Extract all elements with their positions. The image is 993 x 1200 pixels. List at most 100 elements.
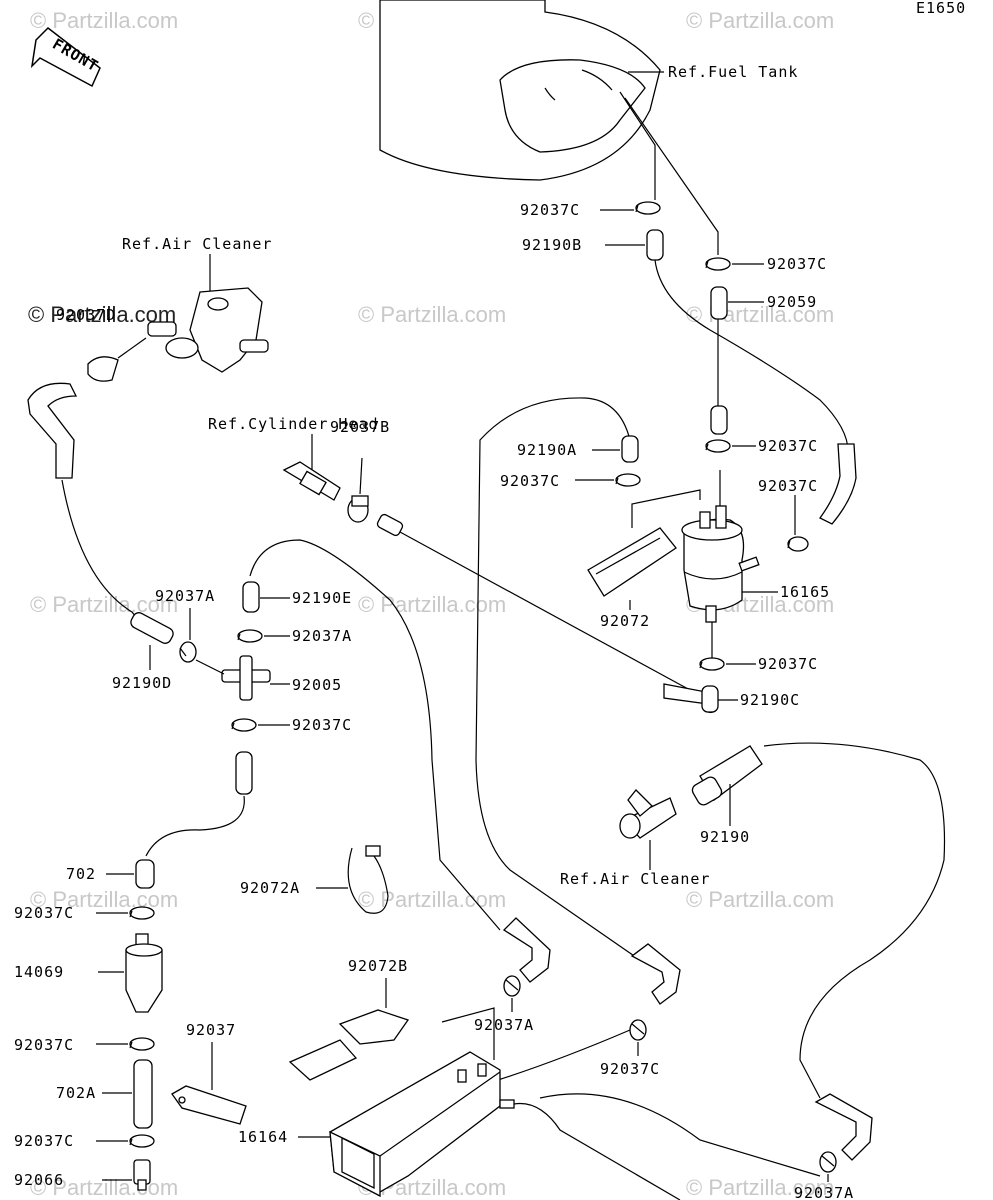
watermark: © Partzilla.com <box>358 592 506 617</box>
part-label: 92037C <box>14 1132 74 1150</box>
part-label: 92072B <box>348 957 408 975</box>
hose-icon <box>691 745 763 806</box>
hose-icon <box>135 859 155 889</box>
part-label: 16164 <box>238 1128 288 1146</box>
cylinder-head-fitting-shape <box>282 461 341 501</box>
ref-fuel-tank-label: Ref.Fuel Tank <box>668 63 798 81</box>
hose-icon <box>235 751 253 795</box>
fuel-filter-shape <box>681 505 760 623</box>
part-label: 92037C <box>758 655 818 673</box>
air-cleaner-valve-shape <box>147 287 269 373</box>
hose-icon <box>663 683 719 714</box>
hose-icon <box>646 229 664 261</box>
part-label: 92037A <box>794 1184 854 1200</box>
part-label: 92072A <box>240 879 300 897</box>
clamp-icon <box>629 1019 647 1041</box>
part-label: 92059 <box>767 293 817 311</box>
hose-icon <box>710 286 728 320</box>
part-label: 92037 <box>186 1021 236 1039</box>
clamp-icon <box>237 629 263 643</box>
part-label: 92037C <box>500 472 560 490</box>
part-label: 92005 <box>292 676 342 694</box>
tee-fitting-shape <box>221 655 271 701</box>
part-label: 92190C <box>740 691 800 709</box>
front-arrow-icon: FRONT <box>30 27 102 88</box>
watermark: © Partzilla.com <box>30 887 178 912</box>
hose-icon <box>630 943 681 1005</box>
part-label: 92037C <box>767 255 827 273</box>
part-label: 92037C <box>14 1036 74 1054</box>
part-label: 92037C <box>758 437 818 455</box>
clamp-icon <box>635 201 661 215</box>
watermark: © Partzilla.com <box>686 1175 834 1200</box>
bracket-shape <box>288 1009 410 1081</box>
bracket-shape <box>587 527 677 597</box>
clamp-icon <box>615 473 641 487</box>
clamp-icon <box>787 536 809 552</box>
hose-icon <box>502 917 551 983</box>
part-label: 702 <box>66 865 96 883</box>
clamp-icon <box>699 657 725 671</box>
cap-plug-shape <box>133 1159 151 1191</box>
watermark: © Partzilla.com <box>30 592 178 617</box>
part-label: 92072 <box>600 612 650 630</box>
part-label: 702A <box>56 1084 96 1102</box>
part-label: 92190E <box>292 589 352 607</box>
watermark: © Partzilla.com <box>30 1175 178 1200</box>
part-label: 92190B <box>522 236 582 254</box>
clamp-icon <box>129 1134 155 1148</box>
part-label: 92066 <box>14 1171 64 1189</box>
watermark: © Partzilla.com <box>358 302 506 327</box>
part-label: 92037A <box>292 627 352 645</box>
hose-icon <box>130 612 174 644</box>
part-label: 92190D <box>112 674 172 692</box>
hose-icon <box>242 581 260 613</box>
part-label: 92037C <box>520 201 580 219</box>
clamp-icon <box>129 1037 155 1051</box>
watermark: © Partzilla.com <box>30 8 178 33</box>
clamp-icon <box>503 975 521 997</box>
ref-air-cleaner-right-label: Ref.Air Cleaner <box>560 870 710 888</box>
ref-cylinder-head-label: Ref.Cylinder Head <box>208 415 379 433</box>
part-label: 16165 <box>780 583 830 601</box>
part-label: 92037C <box>758 477 818 495</box>
clamp-icon <box>819 1151 837 1173</box>
ref-air-cleaner-label: Ref.Air Cleaner <box>122 235 272 253</box>
part-label: 92037A <box>155 587 215 605</box>
hose-icon <box>819 443 857 525</box>
clamp-icon <box>129 906 155 920</box>
diagram-code: E1650 <box>916 0 966 17</box>
clamp-icon <box>705 257 731 271</box>
clamp-icon <box>179 641 197 663</box>
band-strap-shape <box>347 845 389 914</box>
in-line-filter-shape <box>125 933 163 1013</box>
part-label: 92037B <box>330 418 390 436</box>
watermark: © Partzilla.com <box>358 887 506 912</box>
clamp-icon <box>231 718 257 732</box>
hose-icon <box>814 1093 873 1161</box>
hose-icon <box>133 1059 153 1129</box>
part-label: 92037D <box>56 306 116 324</box>
part-label: 92037A <box>474 1016 534 1034</box>
part-label: 92037C <box>292 716 352 734</box>
hose-icon <box>27 382 78 479</box>
air-cleaner-fitting-shape <box>619 789 677 839</box>
part-label: 92037C <box>600 1060 660 1078</box>
hose-icon <box>710 405 728 435</box>
part-label: 92190A <box>517 441 577 459</box>
clamp-icon <box>347 495 369 523</box>
strap-shape <box>171 1085 247 1125</box>
charcoal-canister-shape <box>329 1051 515 1198</box>
part-label: 92190 <box>700 828 750 846</box>
fuel-tank-shape <box>379 0 661 181</box>
part-label: 92037C <box>14 904 74 922</box>
part-label: 14069 <box>14 963 64 981</box>
watermark: © Partzilla.com <box>686 887 834 912</box>
hose-icon <box>621 435 639 463</box>
clamp-icon <box>705 439 731 453</box>
hose-icon <box>376 513 404 537</box>
watermark: © Partzilla.com <box>686 8 834 33</box>
clamp-icon <box>87 356 119 382</box>
